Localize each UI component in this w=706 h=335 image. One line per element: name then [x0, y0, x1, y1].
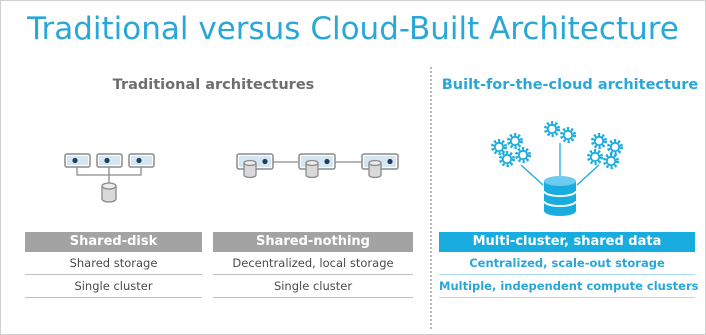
shared-nothing-diagram	[236, 153, 399, 179]
gear-cluster-icon	[587, 133, 623, 169]
gear-cluster-icon	[544, 121, 576, 143]
multi-cluster-header: Multi-cluster, shared data	[439, 232, 695, 252]
shared-disk-storage: Shared storage	[25, 252, 202, 275]
database-cylinder-icon	[243, 159, 257, 179]
shared-nothing-storage: Decentralized, local storage	[213, 252, 413, 275]
multi-cluster-box: Multi-cluster, shared data Centralized, …	[439, 232, 698, 298]
shared-nothing-box: Shared-nothing Decentralized, local stor…	[213, 232, 413, 298]
gear-cluster-icon	[491, 133, 531, 167]
database-cylinder-icon	[305, 159, 319, 179]
database-cylinder-icon	[368, 159, 382, 179]
page-title: Traditional versus Cloud-Built Architect…	[27, 11, 679, 47]
shared-disk-header: Shared-disk	[25, 232, 202, 252]
server-node-icon	[64, 153, 91, 168]
multi-cluster-compute: Multiple, independent compute clusters	[439, 275, 698, 298]
shared-nothing-cluster: Single cluster	[213, 275, 413, 298]
shared-disk-diagram	[64, 153, 155, 203]
cloud-heading: Built-for-the-cloud architecture	[441, 77, 699, 93]
traditional-heading: Traditional architectures	[112, 77, 315, 93]
section-divider	[430, 67, 432, 329]
multi-cluster-diagram	[491, 121, 623, 216]
database-cylinder-icon	[101, 182, 117, 203]
shared-nothing-header: Shared-nothing	[213, 232, 413, 252]
shared-disk-cluster: Single cluster	[25, 275, 202, 298]
shared-disk-box: Shared-disk Shared storage Single cluste…	[25, 232, 202, 298]
server-node-icon	[96, 153, 123, 168]
server-node-icon	[128, 153, 155, 168]
database-stack-icon	[543, 176, 577, 216]
multi-cluster-storage: Centralized, scale-out storage	[439, 252, 695, 275]
